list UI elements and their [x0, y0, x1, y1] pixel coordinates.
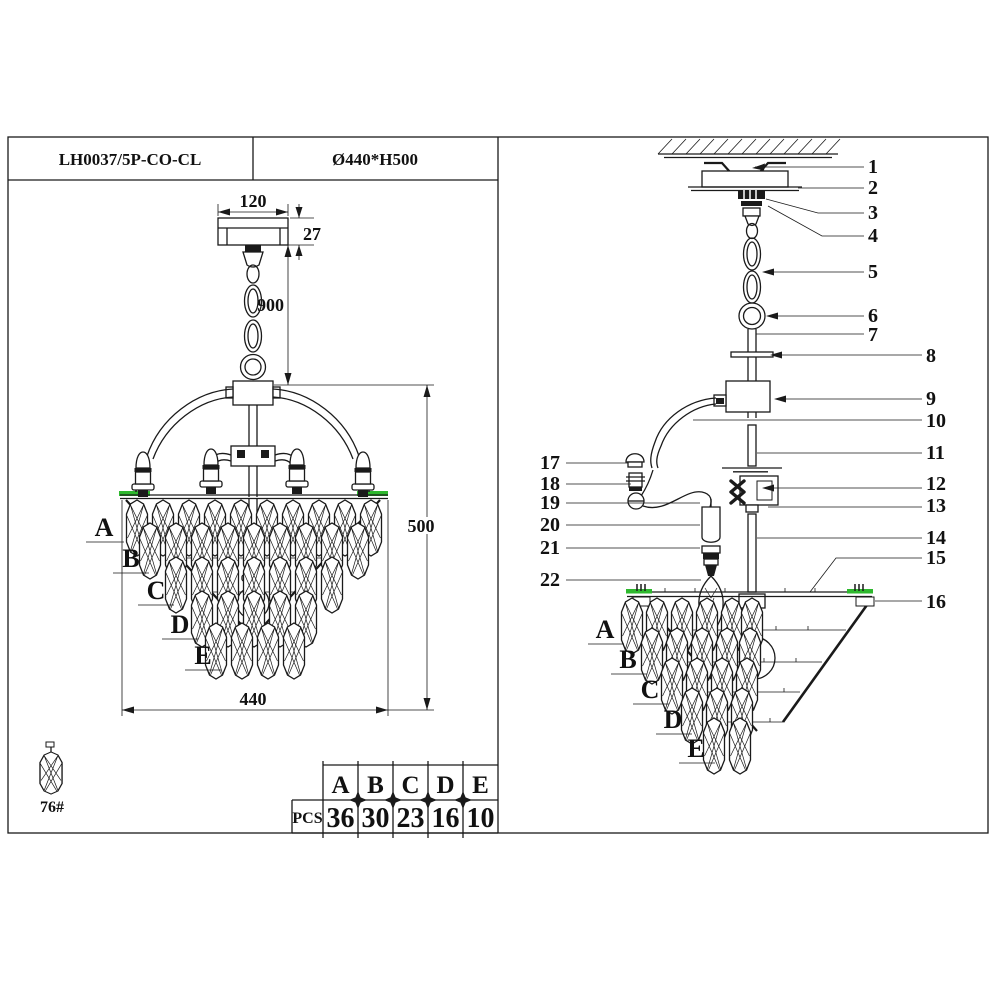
- table-col-e: E: [472, 772, 489, 799]
- table-col-c: C: [401, 772, 419, 799]
- sheet-frame: [7, 136, 989, 834]
- socket-cup: [701, 499, 721, 543]
- tier-label-d: D: [171, 610, 190, 639]
- dim-27: 27: [303, 224, 321, 244]
- callout-11: 11: [926, 442, 945, 464]
- socket-wire: [642, 491, 712, 509]
- crystal-legend: 76#: [39, 741, 64, 816]
- finial-cap: [625, 453, 645, 468]
- callout-6: 6: [868, 305, 878, 327]
- dim-500: 500: [408, 516, 435, 536]
- callout-17: 17: [540, 452, 560, 474]
- table-val-d: 16: [432, 803, 460, 834]
- exploded-chain: [742, 237, 762, 304]
- socket-connector: [626, 472, 645, 510]
- chandelier-arms: [146, 388, 360, 497]
- tier-label-a: A: [95, 513, 114, 542]
- canopy-and-chain: [217, 217, 289, 446]
- exploded-arm: [640, 397, 717, 497]
- callout-10: 10: [926, 410, 946, 432]
- table-val-c: 23: [397, 803, 425, 834]
- callout-4: 4: [868, 225, 878, 247]
- bottom-ring: [626, 584, 875, 607]
- locknut: [745, 504, 759, 513]
- top-ring: [120, 494, 388, 500]
- dim-900: 900: [257, 295, 284, 315]
- size-spec: Ø440*H500: [332, 150, 418, 169]
- dim-440: 440: [240, 689, 267, 709]
- table-row-label: PCS: [292, 810, 322, 827]
- dim-120: 120: [240, 191, 267, 211]
- callout-2: 2: [868, 177, 878, 199]
- tier-label-b: B: [122, 544, 139, 573]
- tier-label-b-right: B: [619, 645, 636, 674]
- mid-rod: [747, 424, 757, 467]
- parts-table: PCS A B C D E 36 30 23 16 10: [291, 761, 498, 838]
- lamp-holder: [701, 545, 721, 576]
- callout-8: 8: [926, 345, 936, 367]
- callout-13: 13: [926, 495, 946, 517]
- tier-label-a-right: A: [596, 615, 615, 644]
- tier-label-e-right: E: [687, 734, 704, 763]
- callout-14: 14: [926, 527, 946, 549]
- dim-body-height: 500: [402, 385, 442, 710]
- crystal-code: 76#: [40, 799, 64, 816]
- crossbar: [730, 351, 774, 358]
- table-col-b: B: [367, 772, 384, 799]
- callout-15: 15: [926, 547, 946, 569]
- table-col-a: A: [331, 772, 349, 799]
- callout-1: 1: [868, 156, 878, 178]
- tier-labels-right: A B C D E: [588, 615, 715, 764]
- dimensioned-drawing: 120 27 900 500 440: [86, 191, 442, 716]
- model-number: LH0037/5P-CO-CL: [59, 150, 202, 169]
- tier-label-c-right: C: [641, 675, 660, 704]
- dim-body-width: 440: [121, 500, 434, 716]
- table-val-e: 10: [467, 803, 495, 834]
- callout-20: 20: [540, 514, 560, 536]
- callout-22: 22: [540, 569, 560, 591]
- exploded-view: A B C D E 1 2 3 4 5 6 7 8 9 10 11 12 13: [540, 138, 946, 775]
- exploded-canopy: [688, 170, 802, 192]
- callout-18: 18: [540, 473, 560, 495]
- callout-3: 3: [868, 202, 878, 224]
- callout-7: 7: [868, 324, 878, 346]
- callout-19: 19: [540, 492, 560, 514]
- hanging-ring: [738, 302, 766, 330]
- callout-leaders: [566, 163, 922, 602]
- tier-label-c: C: [147, 576, 166, 605]
- dim-canopy-width: 120: [217, 191, 289, 216]
- tier-label-d-right: D: [664, 705, 683, 734]
- callout-9: 9: [926, 388, 936, 410]
- flange: [722, 467, 782, 473]
- wire-connector: [729, 475, 779, 506]
- ceiling-hatch: [657, 138, 841, 159]
- callout-16: 16: [926, 591, 946, 613]
- dim-chain-drop: 900: [257, 245, 434, 386]
- callout-5: 5: [868, 261, 878, 283]
- table-val-a: 36: [327, 803, 355, 834]
- tier-label-e: E: [194, 641, 211, 670]
- tier-labels-left: A B C D E: [86, 513, 221, 671]
- screw-and-nut: [738, 190, 765, 240]
- lower-rod: [747, 513, 757, 593]
- callout-12: 12: [926, 473, 946, 495]
- title-block: LH0037/5P-CO-CL Ø440*H500: [59, 150, 418, 169]
- table-val-b: 30: [362, 803, 390, 834]
- callout-numbers: 1 2 3 4 5 6 7 8 9 10 11 12 13 14 15 16 1…: [540, 156, 946, 613]
- table-col-d: D: [436, 772, 454, 799]
- central-body: [713, 380, 771, 418]
- callout-21: 21: [540, 537, 560, 559]
